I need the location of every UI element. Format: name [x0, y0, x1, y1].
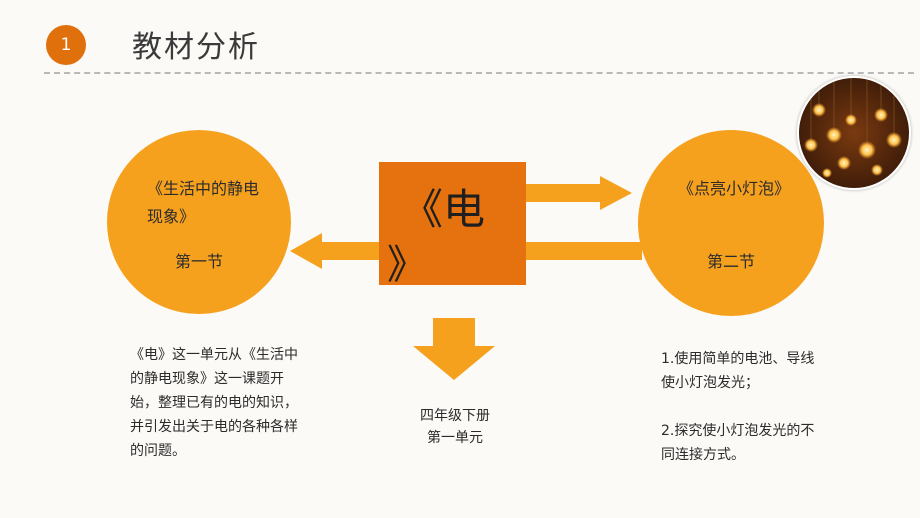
title-divider [44, 72, 914, 74]
right-connector-bar [526, 242, 642, 260]
lesson-one-title: 《生活中的静电现象》 [147, 179, 260, 226]
center-description: 四年级下册 第一单元 [400, 405, 510, 449]
right-circle: 《点亮小灯泡》 第二节 [638, 130, 824, 316]
light-bulbs-photo [797, 76, 911, 190]
lesson-two-title: 《点亮小灯泡》 [678, 179, 791, 198]
section-number-badge: 1 [46, 25, 86, 65]
left-circle: 《生活中的静电现象》 第一节 [107, 130, 291, 314]
unit-label: 第一单元 [427, 430, 483, 446]
unit-title-line2: 》 [387, 242, 427, 288]
left-arrow [290, 233, 379, 269]
right-arrow [526, 176, 632, 210]
unit-title-box: 《电 》 [379, 162, 526, 288]
left-description: 《电》这一单元从《生活中的静电现象》这一课题开始，整理已有的电的知识，并引发出关… [130, 347, 298, 459]
grade-label: 四年级下册 [420, 408, 490, 424]
page-title: 教材分析 [132, 30, 260, 65]
lesson-one-section: 第一节 [174, 252, 223, 271]
bulbs-illustration [799, 78, 909, 188]
lesson-two-section: 第二节 [706, 252, 755, 271]
right-description: 1.使用简单的电池、导线使小灯泡发光； 2.探究使小灯泡发光的不同连接方式。 [661, 347, 821, 467]
down-arrow [413, 318, 495, 380]
objective-two: 2.探究使小灯泡发光的不同连接方式。 [661, 423, 815, 463]
unit-title-line1: 《电 [401, 185, 486, 234]
spacer [661, 395, 821, 419]
objective-one: 1.使用简单的电池、导线使小灯泡发光； [661, 351, 815, 391]
